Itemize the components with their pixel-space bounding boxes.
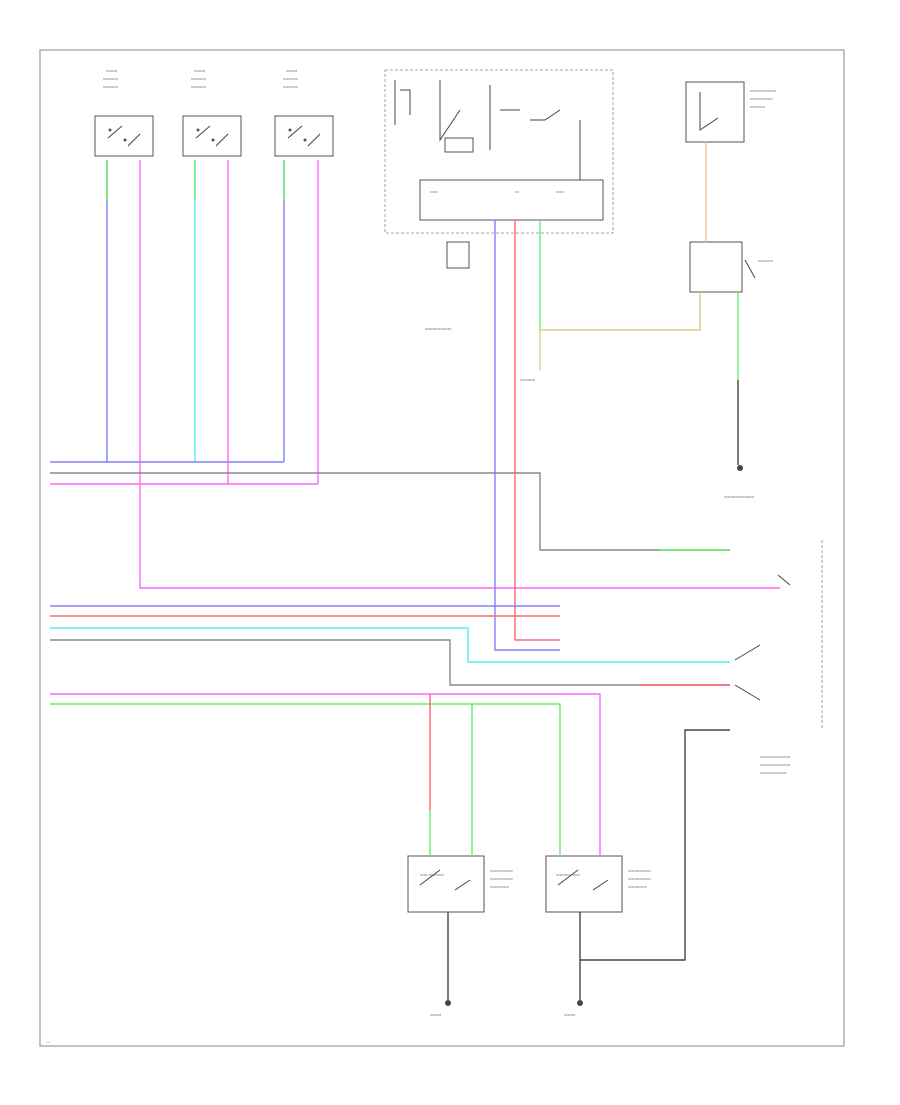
wire-cyan-23 bbox=[50, 627, 730, 663]
wires-layer bbox=[50, 142, 780, 1000]
svg-text:▭▭▭▭▭▭: ▭▭▭▭▭▭ bbox=[750, 96, 773, 101]
svg-text:▭▭▭▭▭▭: ▭▭▭▭▭▭ bbox=[490, 868, 513, 873]
svg-text:▭▭▭▭▭▭: ▭▭▭▭▭▭ bbox=[628, 868, 651, 873]
diagram-frame bbox=[39, 49, 845, 1047]
svg-text:▭▭▭: ▭▭▭ bbox=[430, 1012, 442, 1017]
switch-module-1: ▭▭▭▭▭▭▭▭▭▭▭ bbox=[94, 68, 154, 157]
svg-text:▭▭▭▭▭▭: ▭▭▭▭▭▭ bbox=[628, 876, 651, 881]
svg-text:▭▭▭▭▭▭▭: ▭▭▭▭▭▭▭ bbox=[425, 326, 452, 331]
svg-text:▭▭▭▭: ▭▭▭▭ bbox=[750, 104, 765, 109]
svg-text:▭: ▭ bbox=[515, 189, 519, 194]
svg-text:▭▭▭▭▭▭▭▭: ▭▭▭▭▭▭▭▭ bbox=[724, 494, 754, 499]
svg-text:▭▭▭▭: ▭▭▭▭ bbox=[103, 84, 118, 89]
svg-text:▭▭▭▭: ▭▭▭▭ bbox=[191, 84, 206, 89]
svg-text:▭▭▭: ▭▭▭ bbox=[106, 68, 118, 73]
top-right-relay: ▭▭▭▭▭▭▭ ▭▭▭▭▭▭ ▭▭▭▭ ▭▭▭▭ ▭▭▭▭▭▭▭▭ bbox=[685, 81, 777, 499]
svg-text:▭▭▭▭▭▭▭▭: ▭▭▭▭▭▭▭▭ bbox=[760, 754, 790, 759]
fuse-relay-block: ▭▭▭▭▭ ▭▭▭▭▭▭▭ ▭▭▭▭ bbox=[384, 69, 614, 382]
power-window-switches: ▭▭ ▭▭▭▭ ▭▭▭▭▭▭▭▭▭▭▭▭▭▭▭▭▭ ▭▭▭▭ ▭▭ ▭▭▭▭▭▭… bbox=[407, 855, 651, 1017]
svg-text:▭▭▭▭: ▭▭▭▭ bbox=[103, 76, 118, 81]
svg-text:▭▭▭▭: ▭▭▭▭ bbox=[283, 84, 298, 89]
footer-code: — bbox=[46, 1039, 50, 1044]
svg-text:▭▭: ▭▭ bbox=[556, 189, 564, 194]
svg-text:▭▭▭▭ ▭▭: ▭▭▭▭ ▭▭ bbox=[556, 872, 580, 877]
svg-text:▭▭▭▭: ▭▭▭▭ bbox=[191, 76, 206, 81]
door-lock-actuator bbox=[689, 241, 743, 293]
wire-pink-26 bbox=[50, 693, 601, 856]
right-rear-window-switch bbox=[407, 855, 485, 913]
svg-text:▭▭ ▭▭▭▭: ▭▭ ▭▭▭▭ bbox=[420, 872, 444, 877]
svg-text:▭▭▭▭▭▭▭: ▭▭▭▭▭▭▭ bbox=[760, 770, 787, 775]
wire-gray-11 bbox=[50, 472, 730, 551]
wire-red-14 bbox=[514, 220, 560, 641]
wire-gray-24 bbox=[50, 639, 730, 686]
svg-text:▭▭▭: ▭▭▭ bbox=[564, 1012, 576, 1017]
svg-text:▭▭▭▭▭: ▭▭▭▭▭ bbox=[628, 884, 647, 889]
control-module bbox=[419, 179, 604, 221]
svg-text:▭▭▭▭▭▭▭: ▭▭▭▭▭▭▭ bbox=[750, 88, 777, 93]
svg-text:▭▭: ▭▭ bbox=[430, 189, 438, 194]
svg-text:▭▭▭▭: ▭▭▭▭ bbox=[758, 258, 773, 263]
svg-text:▭▭▭: ▭▭▭ bbox=[194, 68, 206, 73]
master-switch-region: ▭▭▭▭▭▭▭▭ ▭▭▭▭▭▭▭▭ ▭▭▭▭▭▭▭ bbox=[734, 540, 823, 775]
svg-text:▭▭▭▭▭: ▭▭▭▭▭ bbox=[490, 884, 509, 889]
svg-text:▭▭▭▭: ▭▭▭▭ bbox=[283, 76, 298, 81]
left-rear-window-switch bbox=[545, 855, 623, 913]
wire-tan-17 bbox=[540, 292, 701, 331]
wire-pink-2 bbox=[139, 160, 780, 589]
wire-green-27 bbox=[50, 703, 561, 856]
switch-module-3: ▭▭▭▭▭▭▭▭▭▭▭ bbox=[274, 68, 334, 157]
svg-text:▭▭▭▭▭▭▭▭: ▭▭▭▭▭▭▭▭ bbox=[760, 762, 790, 767]
svg-text:▭▭▭: ▭▭▭ bbox=[286, 68, 298, 73]
svg-text:▭▭▭▭▭▭: ▭▭▭▭▭▭ bbox=[490, 876, 513, 881]
wire-blue-13 bbox=[494, 220, 560, 651]
wire-black-33 bbox=[580, 729, 730, 961]
switch-module-2: ▭▭▭▭▭▭▭▭▭▭▭ bbox=[182, 68, 242, 157]
window-switch-modules: ▭▭▭▭▭▭▭▭▭▭▭ ▭▭▭▭▭▭▭▭▭▭▭ ▭▭▭▭▭▭▭▭▭▭▭ bbox=[94, 68, 334, 157]
svg-text:▭▭▭▭: ▭▭▭▭ bbox=[520, 377, 535, 382]
